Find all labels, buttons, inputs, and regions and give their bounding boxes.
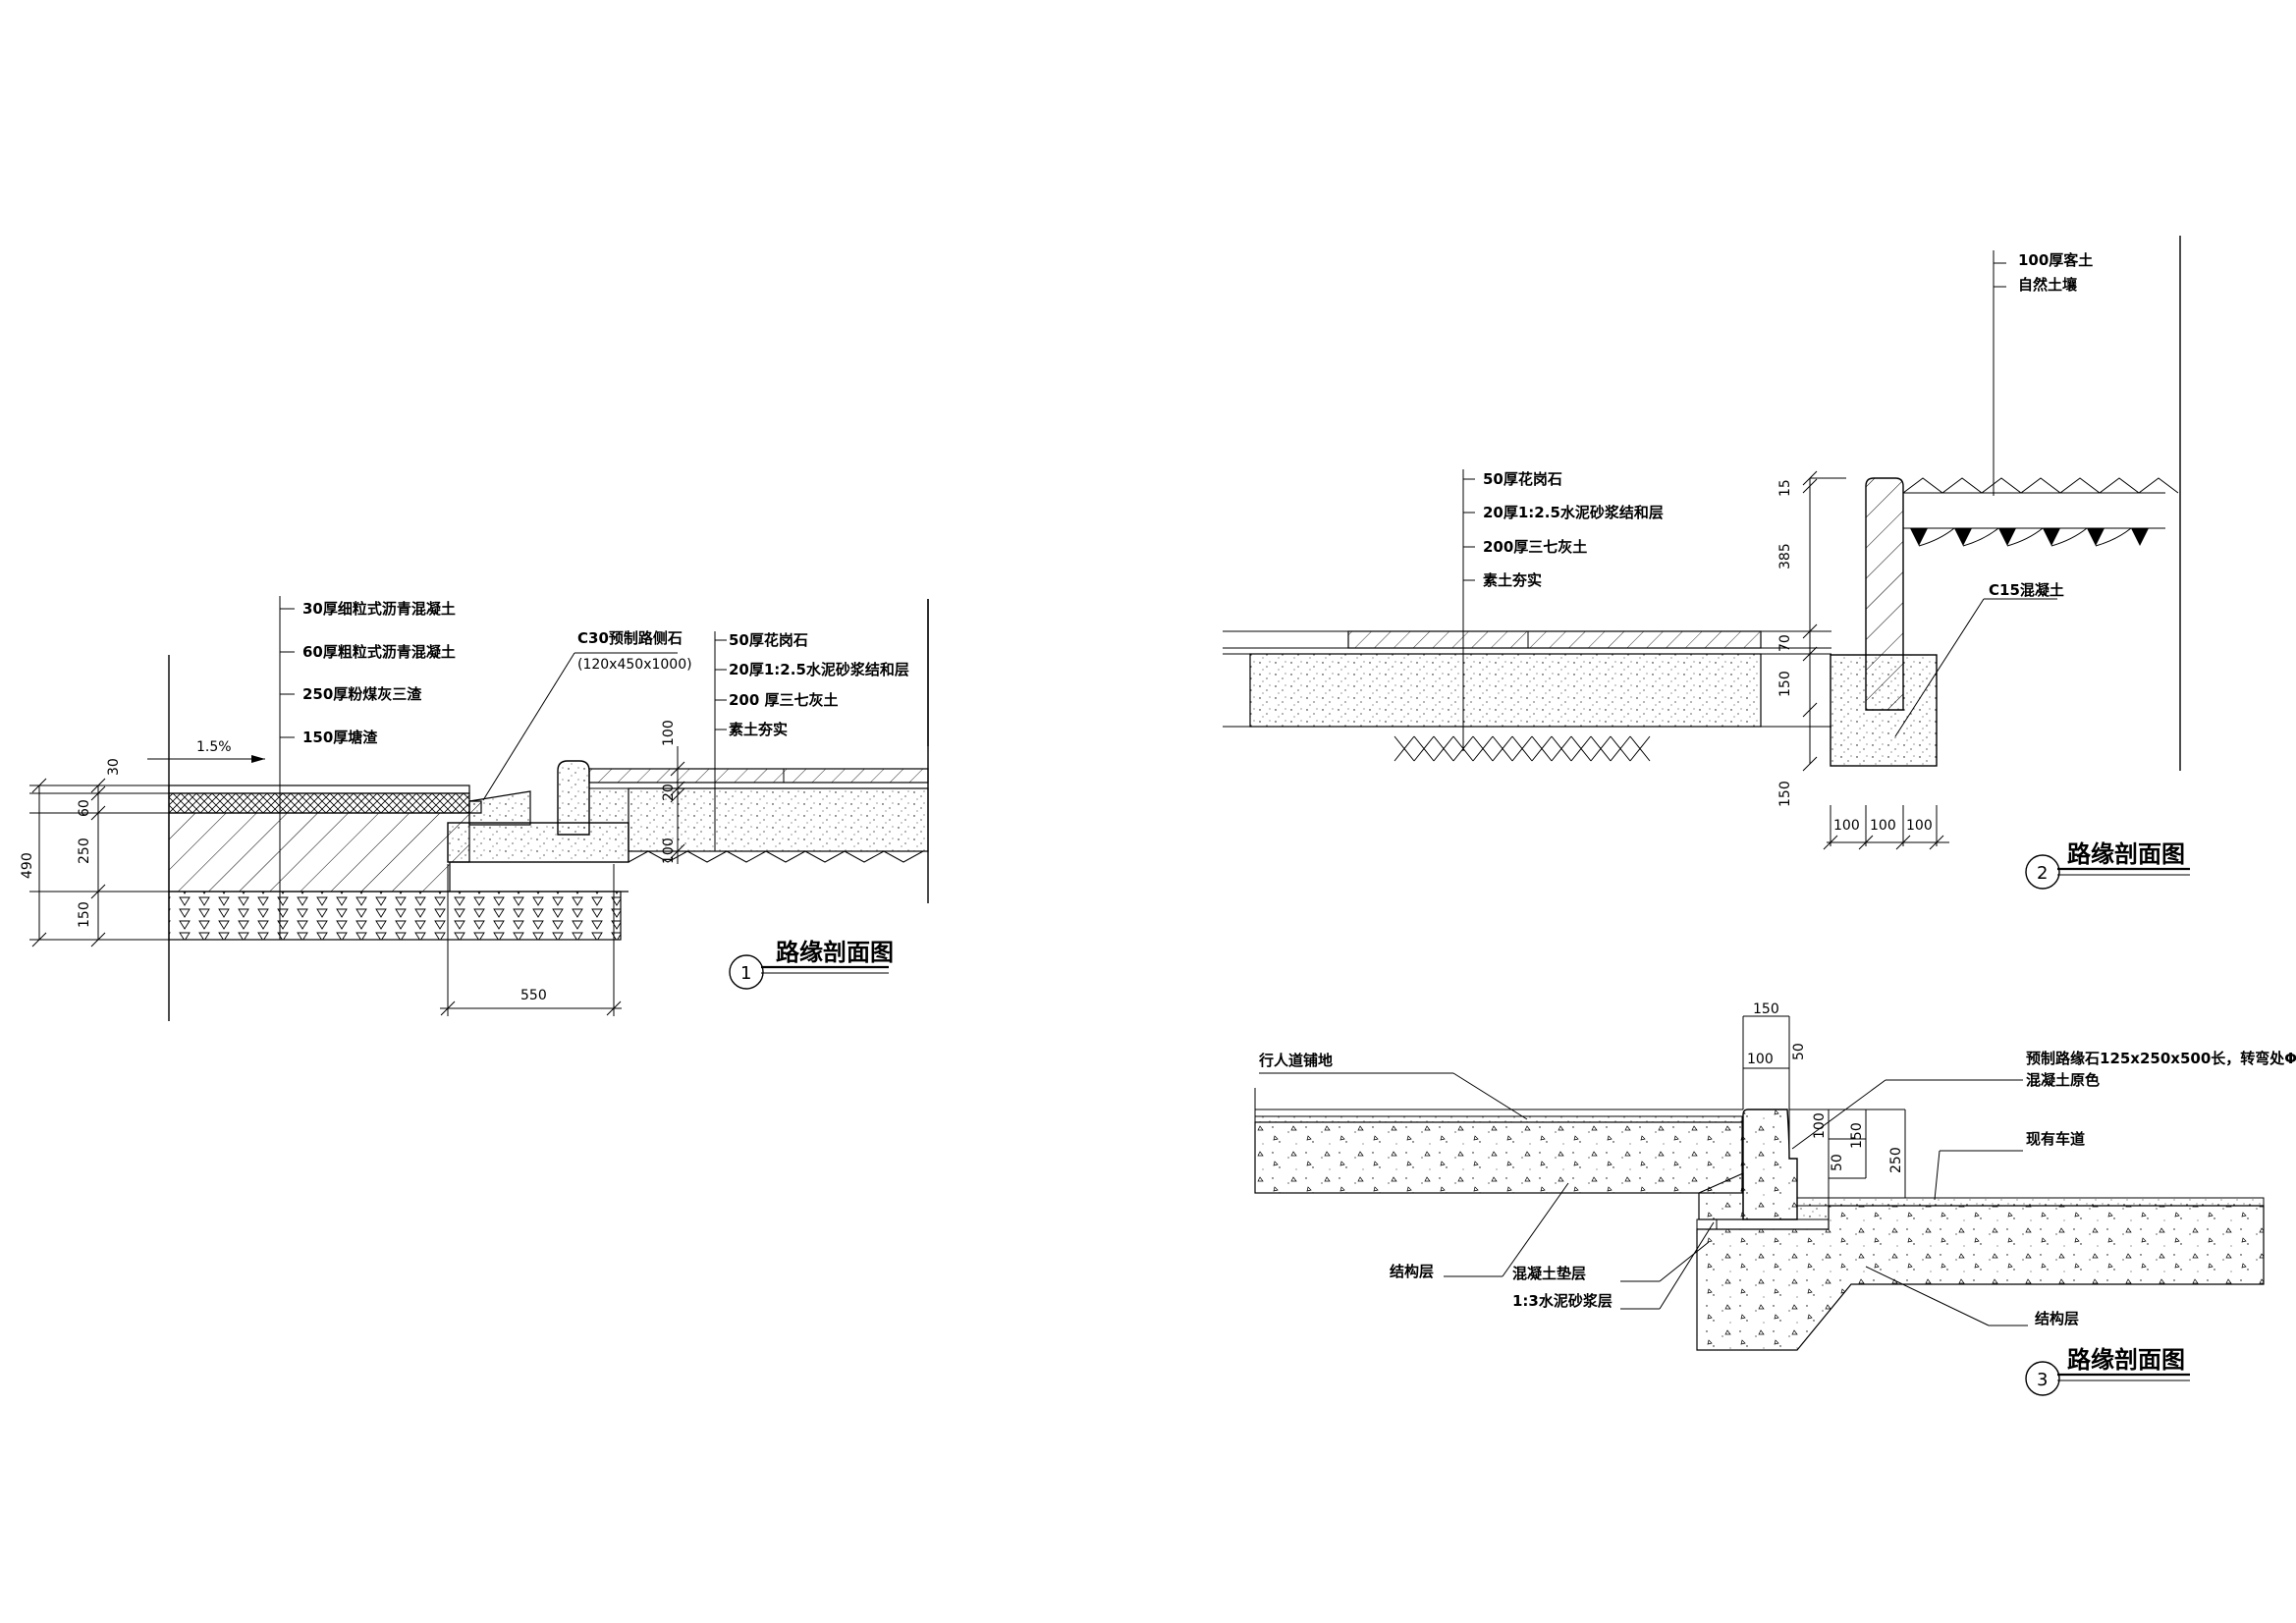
paving-1-layer-4: 素土夯实 xyxy=(729,721,788,738)
dim-20: 20 xyxy=(661,784,677,801)
dim3-150: 150 xyxy=(1753,1001,1779,1017)
section-2: 50厚花岗石 20厚1:2.5水泥砂浆结和层 200厚三七灰土 素土夯实 100… xyxy=(1223,236,2190,890)
section-3-sidewalk xyxy=(1254,1088,1743,1194)
road-layer-3: 250厚粉煤灰三渣 xyxy=(302,685,422,703)
dim-150: 150 xyxy=(77,901,92,928)
section-2-title: 路缘剖面图 xyxy=(2067,840,2185,868)
road-layer-4: 150厚塘渣 xyxy=(302,729,378,746)
section-2-concrete-leader: C15混凝土 xyxy=(1894,581,2064,737)
paving-1-layer-3: 200 厚三七灰土 xyxy=(729,691,839,709)
dim2-70: 70 xyxy=(1777,634,1793,652)
dim3-150-side: 150 xyxy=(1849,1122,1865,1149)
paving-2-layer-4: 素土夯实 xyxy=(1483,571,1542,589)
section-1-left-dims: 30 60 250 150 490 xyxy=(20,758,122,947)
section-3-curb xyxy=(1696,1109,1830,1230)
slope-arrow: 1.5% xyxy=(147,739,265,763)
curb-1 xyxy=(447,760,629,863)
paving-1-layer-2: 20厚1:2.5水泥砂浆结和层 xyxy=(729,661,909,678)
slope-label: 1.5% xyxy=(196,739,232,755)
section-3-title-block: 3 路缘剖面图 xyxy=(2025,1346,2190,1396)
dim2-150-bottom: 150 xyxy=(1777,781,1793,807)
road-layer-1: 30厚细粒式沥青混凝土 xyxy=(302,600,456,618)
section-1-right-dims: 100 20 100 xyxy=(661,720,685,864)
section-3-labels: 行人道铺地 预制路缘石125x250x500长，转弯处Φ250长 混凝土原色 现… xyxy=(1258,1050,2296,1327)
section-2-number: 2 xyxy=(2037,863,2048,884)
dim-30: 30 xyxy=(106,758,122,776)
section-2-bottom-dims: 100 100 100 xyxy=(1823,805,1949,850)
section-2-soil xyxy=(1902,236,2181,771)
dim-490: 490 xyxy=(20,852,35,879)
section-2-vertical-dims: 15 385 70 150 150 xyxy=(1777,470,1846,807)
paving-1-layer-1: 50厚花岗石 xyxy=(729,631,808,649)
section-2-soil-leaders: 100厚客土 自然土壤 xyxy=(1993,250,2093,496)
dim2-150-top: 150 xyxy=(1777,671,1793,697)
dim3-250-side: 250 xyxy=(1888,1147,1904,1173)
dim-250: 250 xyxy=(77,838,92,864)
road-label: 现有车道 xyxy=(2026,1130,2085,1148)
dim-60: 60 xyxy=(77,799,92,817)
section-1-title-block: 1 路缘剖面图 xyxy=(729,939,894,990)
dim3-100: 100 xyxy=(1747,1052,1774,1067)
section-1-road-leaders: 30厚细粒式沥青混凝土 60厚粗粒式沥青混凝土 250厚粉煤灰三渣 150厚塘渣 xyxy=(279,596,456,940)
sidewalk-label: 行人道铺地 xyxy=(1258,1052,1333,1069)
section-1-road-layers xyxy=(29,655,629,1021)
dim-100-top: 100 xyxy=(661,720,677,746)
section-1-number: 1 xyxy=(740,963,751,984)
section-2-title-block: 2 路缘剖面图 xyxy=(2025,840,2190,890)
section-2-paving xyxy=(1223,630,1831,762)
soil-layer-1: 100厚客土 xyxy=(2018,251,2093,269)
dim2-100-a: 100 xyxy=(1833,818,1860,834)
concrete-2-label: C15混凝土 xyxy=(1989,581,2064,599)
struct-right-label: 结构层 xyxy=(2035,1310,2079,1327)
dim-100-bottom: 100 xyxy=(661,838,677,864)
section-3-top-dims: 150 100 50 xyxy=(1742,1001,1807,1109)
section-3-side-dims: 100 150 50 250 xyxy=(1812,1109,1906,1198)
struct-left-label: 结构层 xyxy=(1390,1263,1434,1280)
curb-1-label: C30预制路侧石 xyxy=(577,629,683,647)
soil-layer-2: 自然土壤 xyxy=(2018,276,2078,294)
dim3-50-side: 50 xyxy=(1830,1154,1845,1171)
dim2-100-c: 100 xyxy=(1906,818,1933,834)
section-3: 150 100 50 100 150 50 250 行人道铺地 预制路缘石125… xyxy=(1254,1001,2296,1396)
curb-2 xyxy=(1830,477,1938,767)
section-2-paving-leaders: 50厚花岗石 20厚1:2.5水泥砂浆结和层 200厚三七灰土 素土夯实 xyxy=(1462,469,1664,751)
dim2-100-b: 100 xyxy=(1870,818,1896,834)
road-layer-2: 60厚粗粒式沥青混凝土 xyxy=(302,643,456,661)
curb-1-leader: C30预制路侧石 (120x450x1000) xyxy=(482,629,692,801)
section-1: 1.5% 30厚细粒式沥青混凝土 60厚粗粒式沥青混凝土 xyxy=(20,596,929,1021)
section-1-bottom-dim: 550 xyxy=(440,864,622,1016)
mortar-label: 1:3水泥砂浆层 xyxy=(1512,1292,1613,1310)
dim-550: 550 xyxy=(520,988,547,1003)
paving-2-layer-2: 20厚1:2.5水泥砂浆结和层 xyxy=(1483,504,1664,521)
section-1-paving-leaders: 50厚花岗石 20厚1:2.5水泥砂浆结和层 200 厚三七灰土 素土夯实 xyxy=(714,631,909,851)
dim2-385: 385 xyxy=(1777,543,1793,569)
dim3-50: 50 xyxy=(1791,1043,1807,1060)
curb-3-color: 混凝土原色 xyxy=(2026,1071,2100,1089)
section-1-title: 路缘剖面图 xyxy=(776,939,894,966)
paving-2-layer-3: 200厚三七灰土 xyxy=(1483,538,1587,556)
dim3-100-side: 100 xyxy=(1812,1112,1828,1139)
curb-3-label: 预制路缘石125x250x500长，转弯处Φ250长 xyxy=(2026,1050,2296,1067)
section-3-road xyxy=(1696,1197,2265,1351)
paving-2-layer-1: 50厚花岗石 xyxy=(1483,470,1562,488)
section-3-title: 路缘剖面图 xyxy=(2067,1346,2185,1374)
curb-1-size: (120x450x1000) xyxy=(577,657,692,673)
dim2-15: 15 xyxy=(1777,479,1793,497)
section-3-number: 3 xyxy=(2037,1370,2048,1390)
cushion-label: 混凝土垫层 xyxy=(1512,1265,1586,1282)
